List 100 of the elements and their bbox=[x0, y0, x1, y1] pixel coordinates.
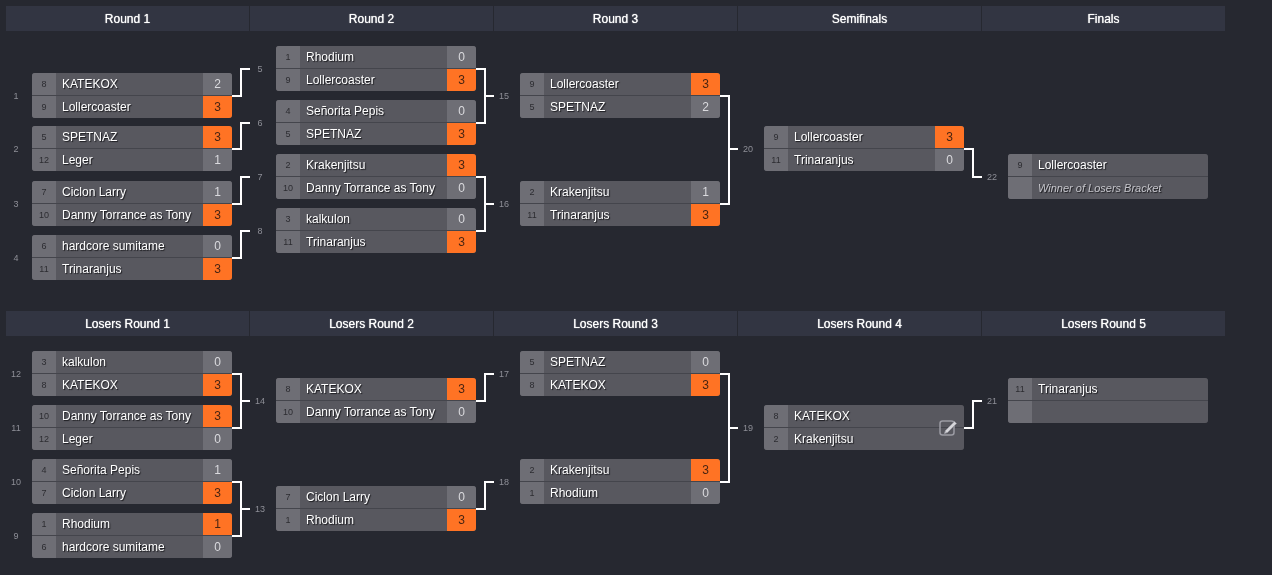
player-name: SPETNAZ bbox=[550, 100, 606, 114]
seed-number: 2 bbox=[520, 459, 544, 481]
player-name: Trinaranjus bbox=[1038, 382, 1098, 396]
score: 3 bbox=[691, 204, 720, 226]
player-name: Danny Torrance as Tony bbox=[306, 181, 435, 195]
bracket-line bbox=[963, 400, 983, 429]
seed-number: 10 bbox=[32, 204, 56, 226]
score: 0 bbox=[447, 177, 476, 199]
score: 0 bbox=[203, 536, 232, 558]
seed-number: 1 bbox=[32, 513, 56, 535]
round-header: Round 3 bbox=[494, 6, 737, 31]
player-name: Trinaranjus bbox=[794, 153, 854, 167]
score: 3 bbox=[935, 126, 964, 148]
seed-number: 2 bbox=[764, 428, 788, 450]
bracket-line bbox=[231, 400, 251, 429]
seed-number: 9 bbox=[276, 69, 300, 91]
bracket-line bbox=[719, 427, 739, 483]
match-number: 13 bbox=[255, 503, 265, 514]
match-number: 20 bbox=[743, 143, 753, 154]
seed-number: 3 bbox=[32, 351, 56, 373]
score: 1 bbox=[203, 149, 232, 171]
score: 0 bbox=[447, 46, 476, 68]
player-name: Krakenjitsu bbox=[550, 463, 610, 477]
score: 0 bbox=[447, 486, 476, 508]
seed-number: 2 bbox=[276, 154, 300, 176]
score: 0 bbox=[935, 149, 964, 171]
seed-number: 9 bbox=[764, 126, 788, 148]
score: 1 bbox=[691, 181, 720, 203]
seed-number: 8 bbox=[764, 405, 788, 427]
bracket-line bbox=[475, 373, 495, 402]
player-name: Trinaranjus bbox=[306, 235, 366, 249]
seed-number: 8 bbox=[276, 378, 300, 400]
player-name: Krakenjitsu bbox=[306, 158, 366, 172]
score: 0 bbox=[447, 401, 476, 423]
player-name: Lollercoaster bbox=[306, 73, 375, 87]
match-number: 7 bbox=[257, 171, 263, 182]
bracket-line bbox=[231, 508, 251, 537]
score: 3 bbox=[203, 482, 232, 504]
player-name: Ciclon Larry bbox=[306, 490, 371, 504]
player-name: Lollercoaster bbox=[794, 130, 863, 144]
seed-number: 1 bbox=[276, 46, 300, 68]
seed-number: 12 bbox=[32, 149, 56, 171]
match-number: 15 bbox=[499, 90, 509, 101]
bracket-line bbox=[719, 148, 739, 205]
match-number: 3 bbox=[13, 198, 19, 209]
seed-number: 5 bbox=[276, 123, 300, 145]
score: 0 bbox=[447, 100, 476, 122]
player-name: hardcore sumitame bbox=[62, 239, 165, 253]
score: 2 bbox=[691, 96, 720, 118]
round-header: Losers Round 5 bbox=[982, 311, 1225, 336]
player-name: Lollercoaster bbox=[62, 100, 131, 114]
bracket-line bbox=[231, 230, 251, 259]
round-header: Losers Round 2 bbox=[250, 311, 493, 336]
match-number: 17 bbox=[499, 368, 509, 379]
bracket-line bbox=[231, 176, 251, 205]
score: 3 bbox=[203, 204, 232, 226]
match-number: 2 bbox=[13, 143, 19, 154]
round-header: Round 1 bbox=[6, 6, 249, 31]
seed-number: 5 bbox=[32, 126, 56, 148]
player-name: Rhodium bbox=[550, 486, 599, 500]
bracket-line bbox=[231, 122, 251, 150]
round-header: Semifinals bbox=[738, 6, 981, 31]
bracket-line bbox=[475, 95, 495, 124]
player-name: Krakenjitsu bbox=[550, 185, 610, 199]
player-name: kalkulon bbox=[62, 355, 107, 369]
match-number: 4 bbox=[13, 252, 19, 263]
match-number: 6 bbox=[257, 117, 263, 128]
seed-number: 8 bbox=[32, 374, 56, 396]
seed-number: 1 bbox=[520, 482, 544, 504]
player-name: SPETNAZ bbox=[306, 127, 362, 141]
seed-number: 12 bbox=[32, 428, 56, 450]
seed-number: 9 bbox=[32, 96, 56, 118]
player-name: Danny Torrance as Tony bbox=[62, 208, 191, 222]
match-number: 18 bbox=[499, 476, 509, 487]
player-name: Rhodium bbox=[306, 513, 355, 527]
score: 0 bbox=[447, 208, 476, 230]
player-name: KATEKOX bbox=[62, 378, 118, 392]
player-name: Trinaranjus bbox=[550, 208, 610, 222]
score: 3 bbox=[203, 405, 232, 427]
player-name: hardcore sumitame bbox=[62, 540, 165, 554]
score: 2 bbox=[203, 73, 232, 95]
seed-number: 10 bbox=[276, 177, 300, 199]
seed-number: 8 bbox=[32, 73, 56, 95]
player-name: Danny Torrance as Tony bbox=[306, 405, 435, 419]
match-number: 14 bbox=[255, 395, 265, 406]
score: 0 bbox=[691, 351, 720, 373]
match-number: 12 bbox=[11, 368, 21, 379]
player-name: KATEKOX bbox=[550, 378, 606, 392]
score: 3 bbox=[203, 126, 232, 148]
seed-number: 6 bbox=[32, 235, 56, 257]
seed-number: 5 bbox=[520, 96, 544, 118]
seed-number: 7 bbox=[32, 181, 56, 203]
match-number: 8 bbox=[257, 225, 263, 236]
score: 3 bbox=[203, 96, 232, 118]
match-number: 19 bbox=[743, 422, 753, 433]
seed-number: 1 bbox=[276, 509, 300, 531]
player-name: Rhodium bbox=[306, 50, 355, 64]
score: 0 bbox=[203, 235, 232, 257]
seed-number: 8 bbox=[520, 374, 544, 396]
match-number: 11 bbox=[11, 422, 21, 433]
